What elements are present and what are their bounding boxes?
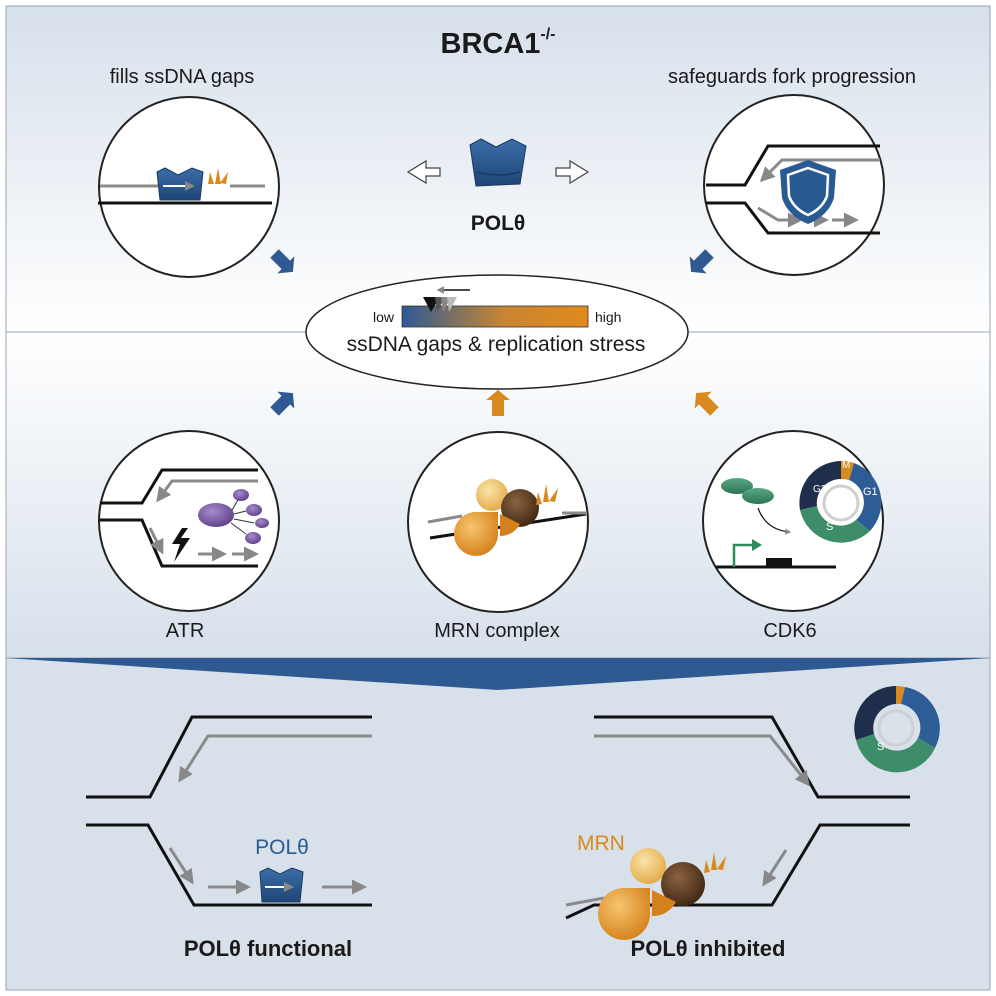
- outline-arrow-left-icon: [406, 159, 441, 185]
- mrn-illustration: [407, 431, 589, 613]
- functional-caption: POLθ functional: [183, 936, 353, 961]
- lightning-icon: [172, 528, 190, 562]
- stress-marker-icon: [423, 286, 470, 312]
- stress-oval: [305, 274, 689, 390]
- scale-low-label: low: [373, 309, 395, 325]
- figure-title: BRCA1-/-: [440, 26, 556, 61]
- blue-arrow-atr-icon: [270, 391, 295, 416]
- cdk6-illustration: [702, 430, 884, 612]
- mini-cell-cycle-ring: [854, 686, 940, 773]
- mrn-bottom-spark-icon: [704, 852, 726, 873]
- orange-arrow-mrn-icon: [486, 390, 510, 416]
- mrn-spark-icon: [536, 484, 558, 505]
- inhibited-caption: POLθ inhibited: [630, 936, 786, 961]
- safeguards-fork-label: safeguards fork progression: [668, 66, 916, 88]
- stress-scale-bar: [401, 305, 589, 328]
- fork-protection-illustration: [703, 94, 885, 276]
- mrn-complex-label: MRN complex: [434, 620, 560, 642]
- polq-bottom-label: POLθ: [255, 836, 309, 859]
- inhibited-fork-illustration: [565, 715, 910, 940]
- phase-g2-label: G2: [813, 484, 827, 495]
- mrn-bottom-label: MRN: [577, 832, 625, 855]
- fills-gaps-label: fills ssDNA gaps: [109, 66, 255, 88]
- polq-enzyme-icon: [156, 167, 204, 201]
- funnel-arrow: [6, 658, 990, 690]
- atr-label: ATR: [165, 620, 205, 642]
- functional-fork-illustration: [86, 715, 372, 907]
- stress-caption: ssDNA gaps & replication stress: [346, 333, 646, 356]
- blue-arrow-topright-icon: [689, 249, 714, 274]
- atr-kinase-icon: [198, 489, 269, 544]
- cell-cycle-ring: [799, 460, 882, 543]
- shield-icon: [780, 160, 836, 224]
- mrn-bottom-icon: [598, 848, 705, 940]
- nuclease-spark-icon: [208, 168, 228, 184]
- atr-illustration: [98, 430, 280, 612]
- fills-gaps-illustration: [98, 96, 280, 278]
- polq-center-icon: [469, 138, 527, 187]
- polq-bottom-icon: [259, 867, 304, 903]
- outline-arrow-right-icon: [555, 159, 590, 185]
- mini-phase-s-label: S: [877, 741, 885, 753]
- title-superscript: -/-: [540, 26, 556, 44]
- phase-g1-label: G1: [863, 486, 878, 498]
- scale-high-label: high: [595, 309, 622, 325]
- polq-center-label: POLθ: [470, 212, 526, 235]
- blue-arrow-topleft-icon: [270, 249, 295, 274]
- phase-m-label: M: [842, 460, 851, 471]
- phase-s-label: S: [826, 521, 834, 533]
- cdk6-protein-icon: [721, 478, 774, 504]
- cdk6-label: CDK6: [763, 620, 817, 642]
- title-main: BRCA1: [440, 28, 541, 60]
- promoter-arrow-icon: [732, 543, 754, 567]
- gene-block: [766, 558, 792, 568]
- orange-arrow-cdk6-icon: [694, 391, 719, 416]
